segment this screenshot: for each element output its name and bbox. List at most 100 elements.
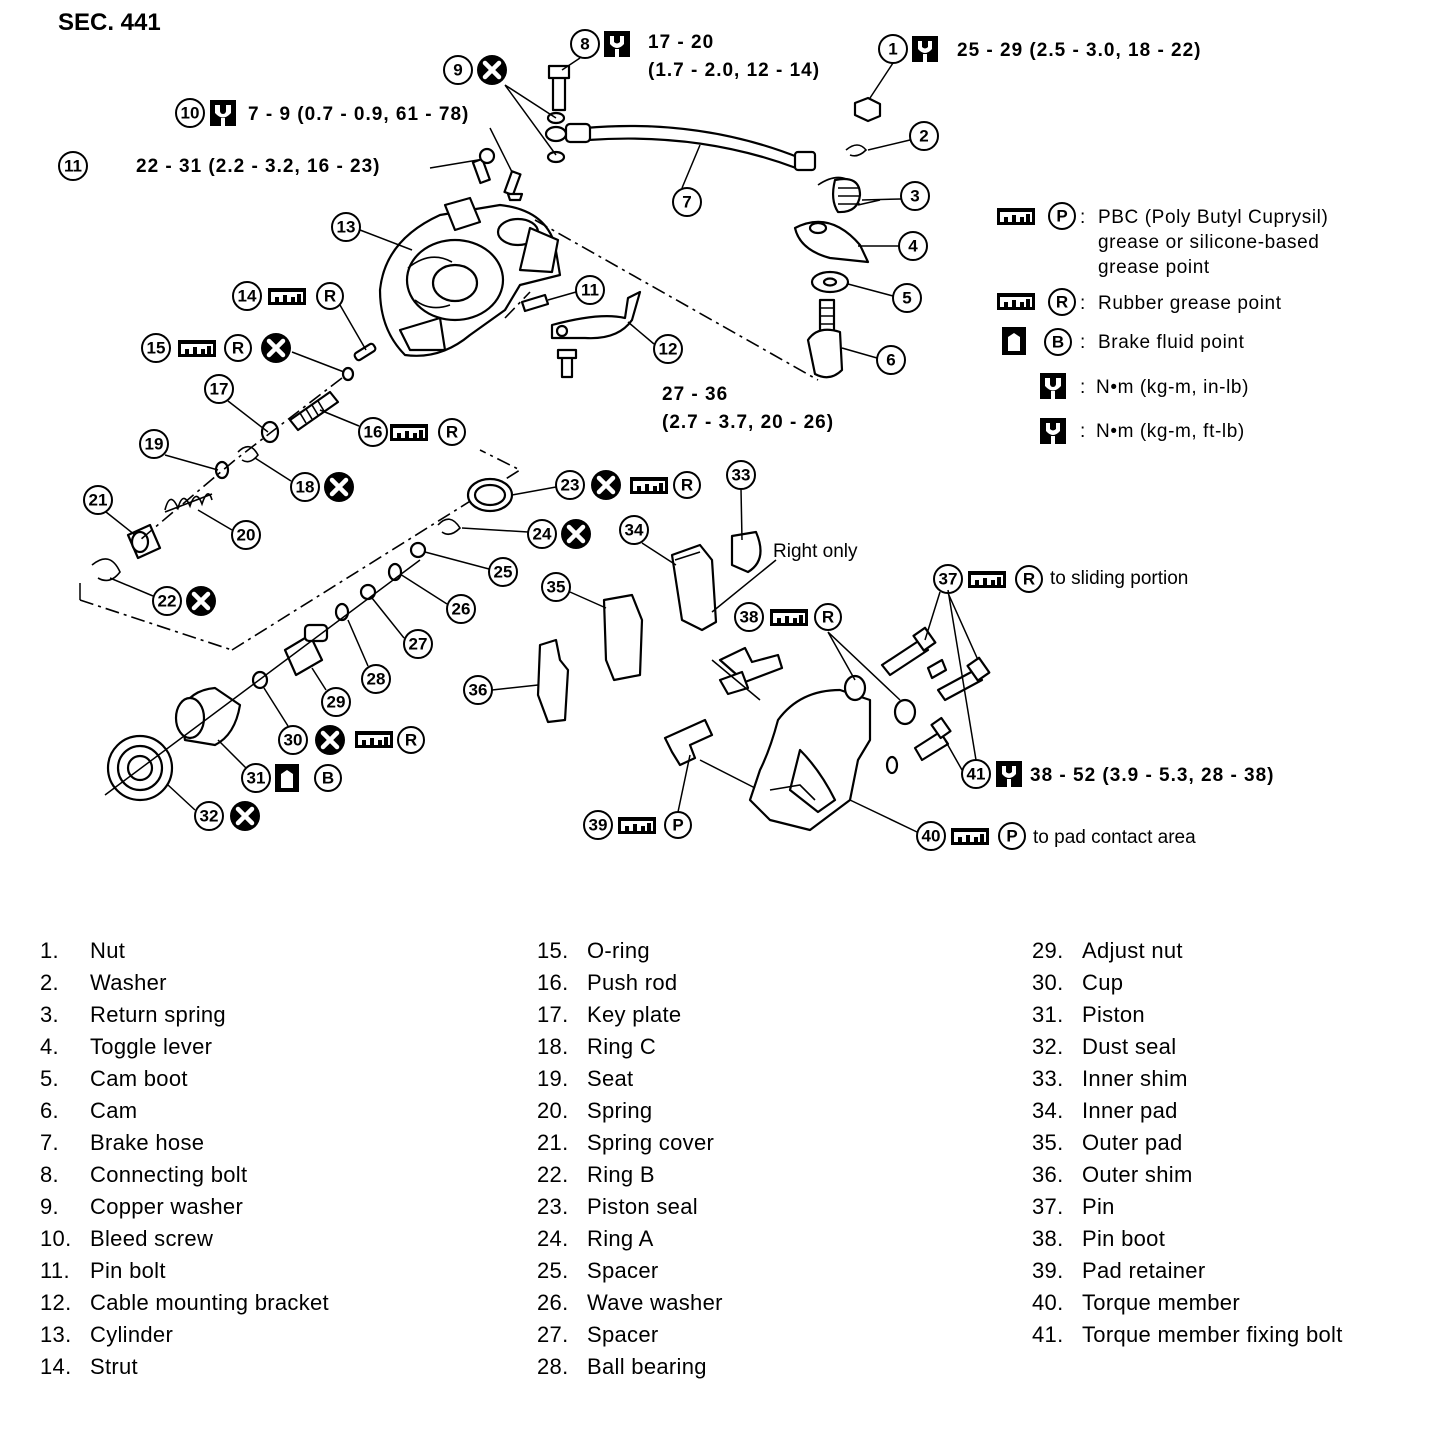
part-name: Push rod — [587, 970, 678, 995]
parts-list-item: 3.Return spring — [40, 1002, 329, 1034]
svg-text:21: 21 — [89, 491, 108, 510]
rubber-grease-icon: R — [438, 418, 466, 446]
parts-list-item: 7.Brake hose — [40, 1130, 329, 1162]
strut-14 — [353, 342, 377, 362]
svg-text:2: 2 — [919, 127, 928, 146]
legend-sep-4: : — [1080, 377, 1086, 398]
part-number: 19. — [537, 1066, 569, 1091]
rubber-grease-icon: R — [224, 334, 252, 362]
bolt-12 — [556, 348, 578, 379]
callout-14: 14 — [232, 281, 262, 311]
legend-pbc-symbol: P — [1056, 207, 1067, 226]
part-number: 27. — [537, 1322, 569, 1347]
svg-text:14: 14 — [238, 287, 257, 306]
parts-list-item: 24. Ring A — [537, 1226, 723, 1258]
svg-text:22: 22 — [158, 592, 177, 611]
parts-list-item: 37.Pin — [1032, 1194, 1343, 1226]
part-name: Ring A — [587, 1226, 654, 1251]
part-name: Piston — [1082, 1002, 1145, 1027]
callout-41: 41 — [961, 759, 991, 789]
svg-text:R: R — [1023, 570, 1035, 589]
callout-2: 2 — [909, 121, 939, 151]
push-rod-16 — [288, 390, 340, 432]
part-number: 36. — [1032, 1162, 1064, 1187]
grease-icon — [178, 340, 216, 357]
part-number: 24. — [537, 1226, 569, 1251]
parts-list-item: 2. Washer — [40, 970, 329, 1002]
part-number: 3. — [40, 1002, 59, 1027]
part-name: Brake hose — [90, 1130, 205, 1155]
callout-1: 1 — [878, 34, 908, 64]
svg-text:30: 30 — [284, 731, 303, 750]
svg-text:9: 9 — [453, 61, 462, 80]
legend-sep-2: : — [1080, 293, 1086, 314]
callout-9: 9 — [443, 55, 473, 85]
part-number: 21. — [537, 1130, 569, 1155]
part-name: Ring B — [587, 1162, 655, 1187]
legend-torque-ft-text: N•m (kg-m, ft-lb) — [1096, 421, 1245, 442]
bleed-screw-10 — [503, 170, 524, 202]
return-spring-3 — [817, 176, 881, 214]
grease-icon — [951, 828, 989, 845]
pbc-grease-icon: P — [998, 822, 1026, 850]
part-number: 31. — [1032, 1002, 1064, 1027]
part-number: 16. — [537, 970, 569, 995]
legend-rubber-text: Rubber grease point — [1098, 293, 1282, 314]
grease-icon — [618, 817, 656, 834]
svg-text:39: 39 — [589, 816, 608, 835]
callout-11: 11 — [575, 275, 605, 305]
part-name: Pin — [1082, 1194, 1115, 1219]
wave-washer-26 — [387, 562, 403, 582]
torque-8-line1: 17 - 20 — [648, 32, 714, 53]
svg-text:25: 25 — [494, 563, 513, 582]
svg-text:13: 13 — [337, 218, 356, 237]
svg-text:19: 19 — [145, 435, 164, 454]
svg-text:16: 16 — [364, 423, 383, 442]
rubber-grease-icon: R — [673, 471, 701, 499]
parts-list-item: 9.Copper washer — [40, 1194, 329, 1226]
rubber-grease-icon: R — [1015, 565, 1043, 593]
torque-12-line1: 27 - 36 — [662, 384, 728, 405]
callout-13: 13 — [331, 212, 361, 242]
part-number: 28. — [537, 1354, 569, 1379]
callout-30: 30 — [278, 725, 308, 755]
callout-39: 39 — [583, 810, 613, 840]
outer-pad-35 — [602, 593, 644, 682]
do-not-reuse-icon — [561, 519, 591, 549]
svg-text:R: R — [232, 339, 244, 358]
svg-text:17: 17 — [210, 380, 229, 399]
part-name: Cable mounting bracket — [90, 1290, 329, 1315]
parts-list-item: 29.Adjust nut — [1032, 938, 1343, 970]
callout-16: 16 — [358, 417, 388, 447]
svg-text:35: 35 — [547, 578, 566, 597]
do-not-reuse-icon — [324, 472, 354, 502]
svg-text:10: 10 — [181, 104, 200, 123]
callout-38: 38 — [734, 602, 764, 632]
svg-text:7: 7 — [682, 193, 691, 212]
torque-wrench-icon — [996, 761, 1022, 787]
callout-27: 27 — [403, 629, 433, 659]
parts-list-item: 35.Outer pad — [1032, 1130, 1343, 1162]
callout-5: 5 — [892, 283, 922, 313]
part-number: 8. — [40, 1162, 59, 1187]
parts-list-item: 38.Pin boot — [1032, 1226, 1343, 1258]
part-name: Toggle lever — [90, 1034, 213, 1059]
part-number: 17. — [537, 1002, 569, 1027]
legend-brake-text: Brake fluid point — [1098, 332, 1245, 353]
part-name: Connecting bolt — [90, 1162, 248, 1187]
callout-22: 22 — [152, 586, 182, 616]
torque-41: 38 - 52 (3.9 - 5.3, 28 - 38) — [1030, 765, 1275, 786]
part-name: Seat — [587, 1066, 634, 1091]
torque-wrench-icon — [210, 100, 236, 126]
part-number: 2. — [40, 970, 59, 995]
parts-list-item: 10.Bleed screw — [40, 1226, 329, 1258]
section-label: SEC. 441 — [58, 9, 161, 36]
callout-24: 24 — [527, 519, 557, 549]
part-name: Strut — [90, 1354, 138, 1379]
part-name: Key plate — [587, 1002, 682, 1027]
parts-list-item: 14.Strut — [40, 1354, 329, 1386]
part-name: Washer — [90, 970, 167, 995]
note-right-only: Right only — [773, 541, 858, 562]
do-not-reuse-icon — [230, 801, 260, 831]
